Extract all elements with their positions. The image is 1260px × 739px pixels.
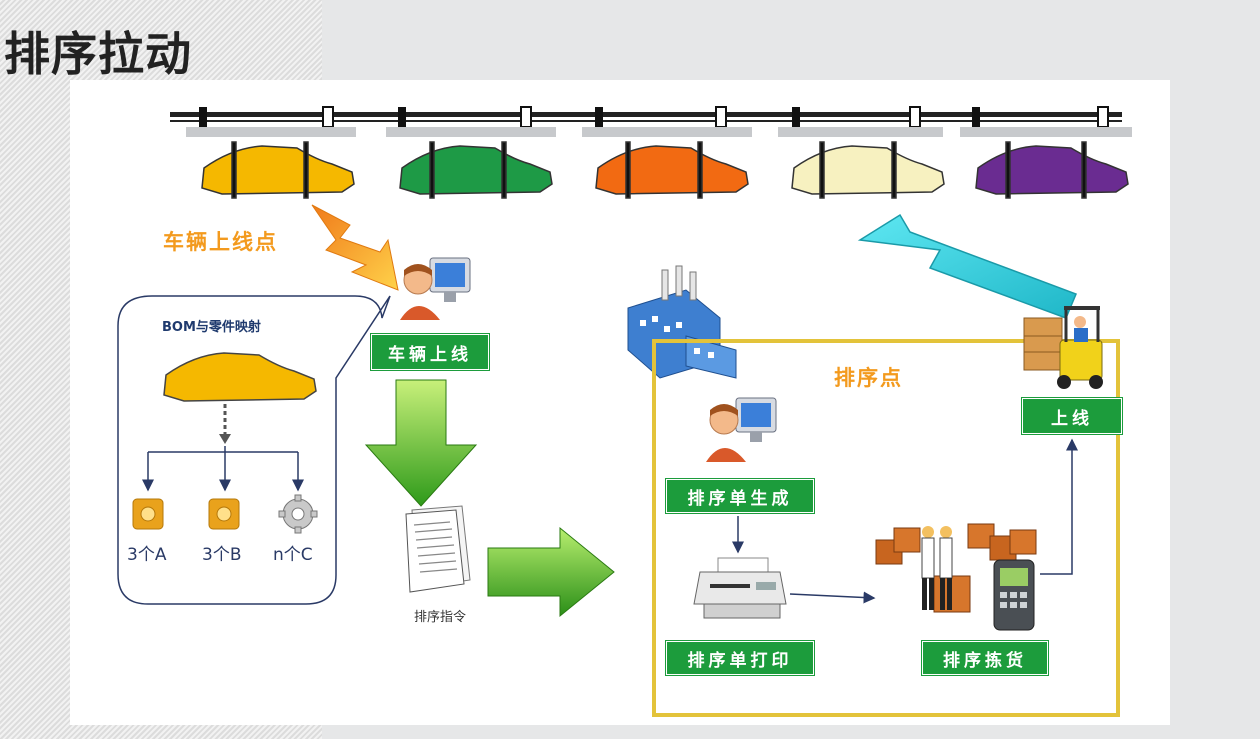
- part-b-icon: [209, 499, 239, 529]
- sequencing-point-label: 排序点: [834, 362, 903, 392]
- car-orange: [596, 142, 748, 198]
- factory-icon: [628, 266, 736, 378]
- lightning-arrow: [312, 205, 398, 290]
- car-purple: [976, 142, 1128, 198]
- return-to-line-arrow: [860, 215, 1076, 318]
- car-yellow: [202, 142, 354, 198]
- operator-computer-icon-1: [400, 258, 470, 320]
- line-feed-label: 上线: [1022, 398, 1122, 434]
- forklift-icon: [1024, 306, 1103, 389]
- picking-workers-icon: [876, 524, 1036, 630]
- printer-icon: [694, 558, 786, 618]
- operator-computer-icon-2: [706, 398, 776, 462]
- car-cream: [792, 142, 944, 198]
- sequence-instruction-label: 排序指令: [414, 606, 466, 625]
- sequence-sheet-print-label: 排序单打印: [666, 641, 814, 675]
- sequence-instruction-document-icon: [406, 506, 470, 592]
- right-arrow: [488, 528, 614, 616]
- car-green: [400, 142, 552, 198]
- overhead-conveyor: [170, 107, 1132, 137]
- sequence-sheet-generate-label: 排序单生成: [666, 479, 814, 513]
- vehicle-online-label: 车辆上线: [371, 334, 489, 370]
- part-a-label: 3个A: [127, 540, 166, 565]
- entry-point-label: 车辆上线点: [163, 226, 278, 256]
- part-a-icon: [133, 499, 163, 529]
- sequence-picking-label: 排序拣货: [922, 641, 1048, 675]
- part-b-label: 3个B: [202, 540, 241, 565]
- down-arrow: [366, 380, 476, 506]
- bom-title: BOM与零件映射: [162, 316, 261, 335]
- car-bodies: [202, 142, 1128, 198]
- part-c-label: n个C: [273, 540, 313, 565]
